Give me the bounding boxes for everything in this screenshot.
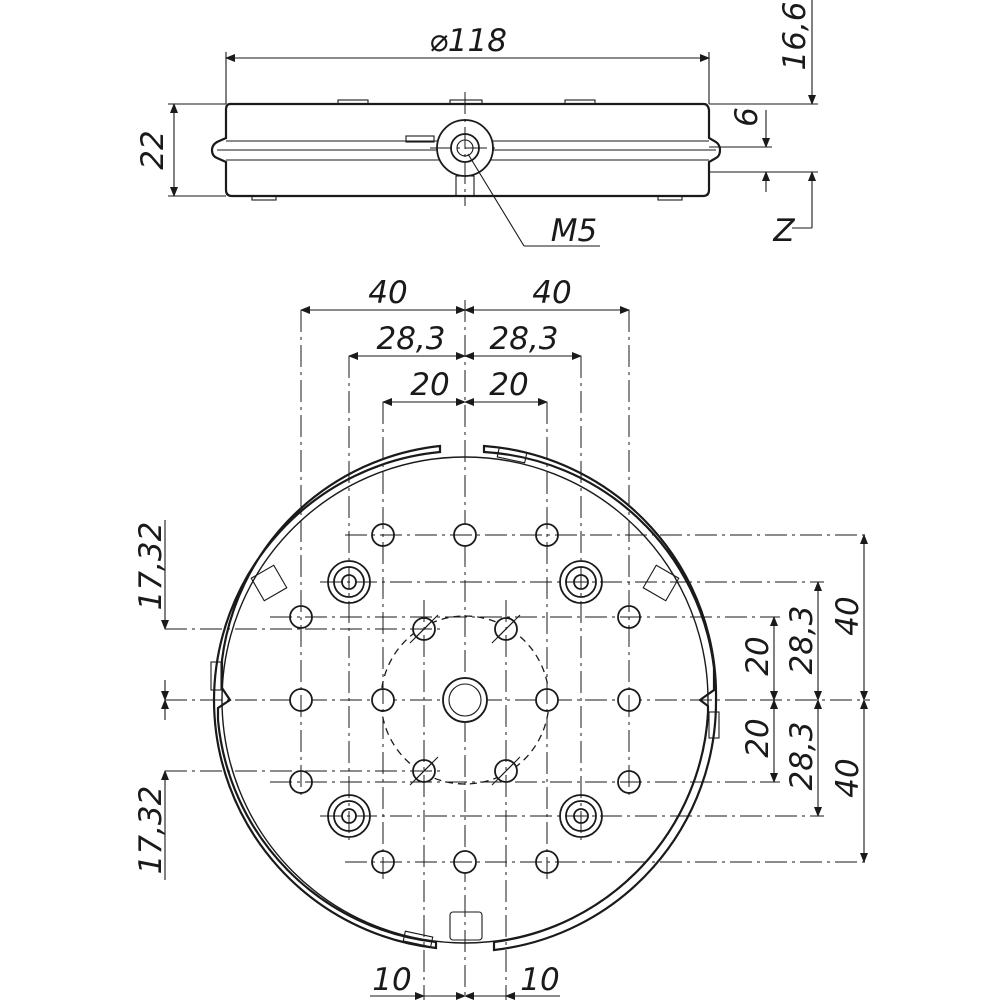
dim-label-right-40-upper: 40: [830, 596, 866, 635]
ring-pin-left: [210, 661, 222, 691]
dim-label-40-right: 40: [532, 275, 571, 311]
z-reference-label: Z: [772, 213, 795, 249]
dim-label-10-right: 10: [520, 962, 559, 998]
side-view-top-slot-right: [564, 99, 596, 105]
side-view: ⌀118 22 6 16,6 Z M5: [135, 0, 818, 249]
top-view: 40 40 28,3 28,3 20 20 10 10 17,32 17,32 …: [133, 275, 870, 1000]
dim-label-diameter: ⌀118: [429, 23, 507, 59]
dim-label-10-left: 10: [372, 962, 411, 998]
ring-slot-bottom: [449, 911, 483, 941]
ring-pin-right: [708, 711, 720, 739]
side-view-pin: [405, 135, 435, 143]
side-view-top-slot-center: [449, 99, 483, 105]
dim-label-17-lower: 17,32: [133, 786, 169, 875]
side-view-foot-left: [251, 195, 277, 201]
dim-label-groove: 6: [729, 107, 765, 127]
dim-label-28-right: 28,3: [489, 321, 558, 357]
top-view-outer-ring-right: [482, 444, 718, 952]
top-view-center-bore: [442, 677, 488, 723]
dim-label-40-left: 40: [368, 275, 407, 311]
dim-label-height: 22: [135, 130, 171, 169]
side-view-top-slot-left: [337, 99, 369, 105]
dim-label-overall: 16,6: [777, 1, 813, 70]
ring-slot-top-left: [250, 564, 288, 602]
side-view-foot-right: [657, 195, 683, 201]
dim-label-right-28-lower: 28,3: [784, 721, 820, 790]
dim-label-right-28-upper: 28,3: [784, 605, 820, 674]
top-view-center-bore-inner: [448, 683, 482, 717]
dim-label-20-left: 20: [410, 367, 449, 403]
top-view-outer-ring: [212, 444, 442, 950]
dim-label-right-20-upper: 20: [740, 636, 776, 675]
ring-slot-top-right: [642, 564, 680, 602]
thread-leader: [467, 153, 525, 247]
dim-label-28-left: 28,3: [376, 321, 445, 357]
dim-label-20-right: 20: [489, 367, 528, 403]
ring-pin-bottom: [402, 930, 434, 948]
side-view-body: [210, 102, 722, 198]
dim-label-right-20-lower: 20: [740, 718, 776, 757]
dim-label-17-upper: 17,32: [133, 522, 169, 611]
ring-pin-top: [496, 446, 528, 464]
thread-label: M5: [551, 213, 597, 249]
dim-label-right-40-lower: 40: [830, 758, 866, 797]
